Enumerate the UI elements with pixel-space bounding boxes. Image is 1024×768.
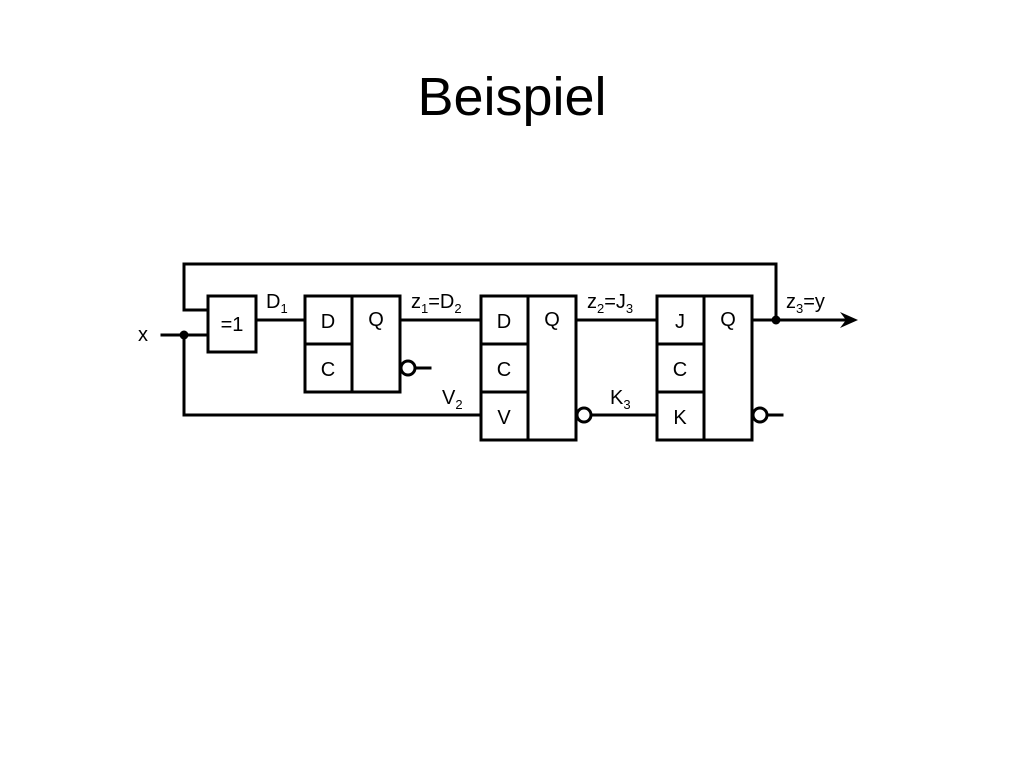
xor-gate bbox=[206, 294, 258, 354]
z3-y-label: z3=y bbox=[786, 291, 825, 316]
v2-label: V2 bbox=[442, 387, 463, 412]
z1-d2-label: z1=D2 bbox=[411, 291, 462, 316]
ff1-q-label: Q bbox=[368, 309, 384, 331]
enable-wire bbox=[182, 333, 483, 417]
xor-gate-label: =1 bbox=[221, 314, 244, 336]
ff1-c-label: C bbox=[321, 359, 335, 381]
input-x-label: x bbox=[138, 324, 148, 346]
ff3-q-label: Q bbox=[720, 309, 736, 331]
ff2-d-label: D bbox=[497, 311, 511, 333]
ff1-d-label: D bbox=[321, 311, 335, 333]
ff2-qbar-bubble bbox=[575, 406, 593, 424]
ff3-c-label: C bbox=[673, 359, 687, 381]
ff3-j-label: J bbox=[675, 311, 685, 333]
d1-label: D1 bbox=[266, 291, 288, 316]
ff1-qbar-bubble bbox=[399, 359, 417, 377]
ff2-v-label: V bbox=[497, 407, 511, 429]
ff3-k-label: K bbox=[673, 407, 687, 429]
output-junction bbox=[771, 315, 781, 325]
flip-flop-3 bbox=[655, 294, 754, 442]
ff2-q-label: Q bbox=[544, 309, 560, 331]
z2-j3-label: z2=J3 bbox=[587, 291, 633, 316]
output-arrowhead bbox=[840, 312, 858, 328]
ff3-qbar-bubble bbox=[751, 406, 769, 424]
k3-label: K3 bbox=[610, 387, 631, 412]
input-junction bbox=[179, 330, 189, 340]
flip-flop-2 bbox=[479, 294, 578, 442]
flip-flop-1 bbox=[303, 294, 402, 394]
feedback-wire bbox=[182, 262, 778, 322]
ff2-c-label: C bbox=[497, 359, 511, 381]
slide-title: Beispiel bbox=[417, 67, 607, 127]
